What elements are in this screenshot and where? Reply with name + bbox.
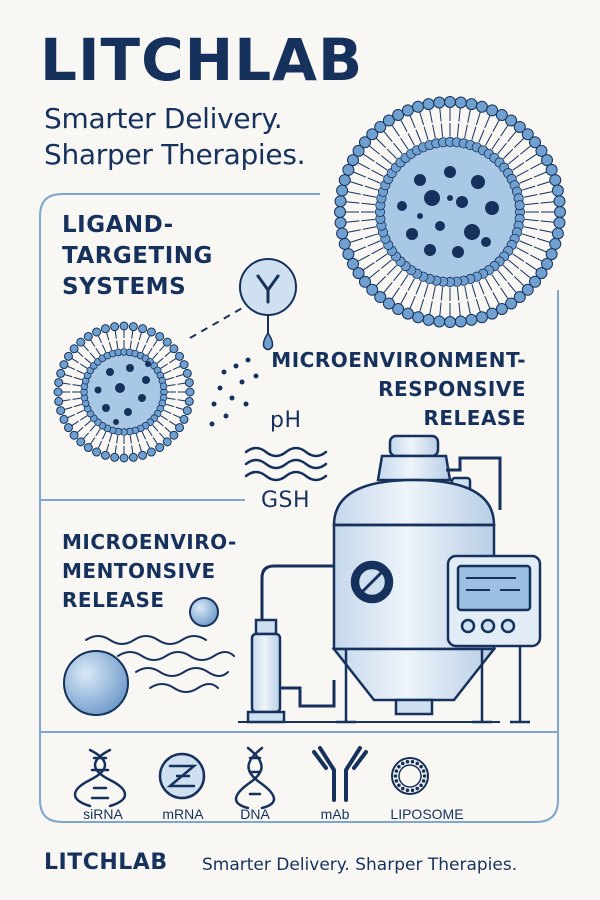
large-liposome-icon [334,96,566,328]
footer-tagline: Smarter Delivery. Sharper Therapies. [202,855,518,875]
tagline-line-2: Sharper Therapies. [44,138,306,171]
gsh-label: GSH [261,488,311,513]
microenvironment-responsive-label: MICROENVIRONMENT- RESPONSIVE RELEASE [271,346,526,433]
ligand-label-line: LIGAND- [62,212,174,238]
micro-left-line: RELEASE [62,588,165,612]
wave-lines-ph [244,446,328,482]
micro-left-line: MENTONSIVE [62,559,216,583]
ligand-link-dashes [189,306,245,339]
release-particles [209,357,259,427]
brand-title: LITCHLAB [40,26,364,94]
bioreactor-icon [331,434,502,724]
icon-label-mrna: mRNA [162,806,204,822]
micro-right-line: RELEASE [423,406,526,430]
wave-lines-release [85,635,235,693]
control-panel-icon [446,554,542,724]
liposome-icon [391,757,429,795]
ph-label: pH [270,408,302,433]
icon-label-mab: mAb [320,806,350,822]
microenviromentonsive-release-label: MICROENVIRO- MENTONSIVE RELEASE [62,528,237,615]
small-liposome-icon [53,321,195,463]
filtration-column-icon [238,564,500,724]
ligand-label-line: SYSTEMS [62,274,187,300]
icon-label-liposome: LIPOSOME [390,806,464,822]
tagline-line-1: Smarter Delivery. [44,102,283,135]
ligand-antibody-icon [239,258,297,351]
ligand-targeting-label: LIGAND- TARGETING SYSTEMS [62,210,213,303]
frame-lines [39,193,559,823]
mrna-coil-icon [158,752,206,800]
ligand-label-line: TARGETING [62,243,213,269]
dna-helix-icon [234,746,276,810]
icon-label-sirna: siRNA [83,806,123,822]
micro-right-line: MICROENVIRONMENT- [271,348,526,372]
antibody-icon [312,746,368,802]
micro-left-line: MICROENVIRO- [62,530,237,554]
micro-right-line: RESPONSIVE [378,377,526,401]
icon-label-dna: DNA [240,806,270,822]
release-sphere-icon [63,597,219,716]
footer-brand: LITCHLAB [44,850,168,875]
sirna-helix-icon [73,748,127,808]
